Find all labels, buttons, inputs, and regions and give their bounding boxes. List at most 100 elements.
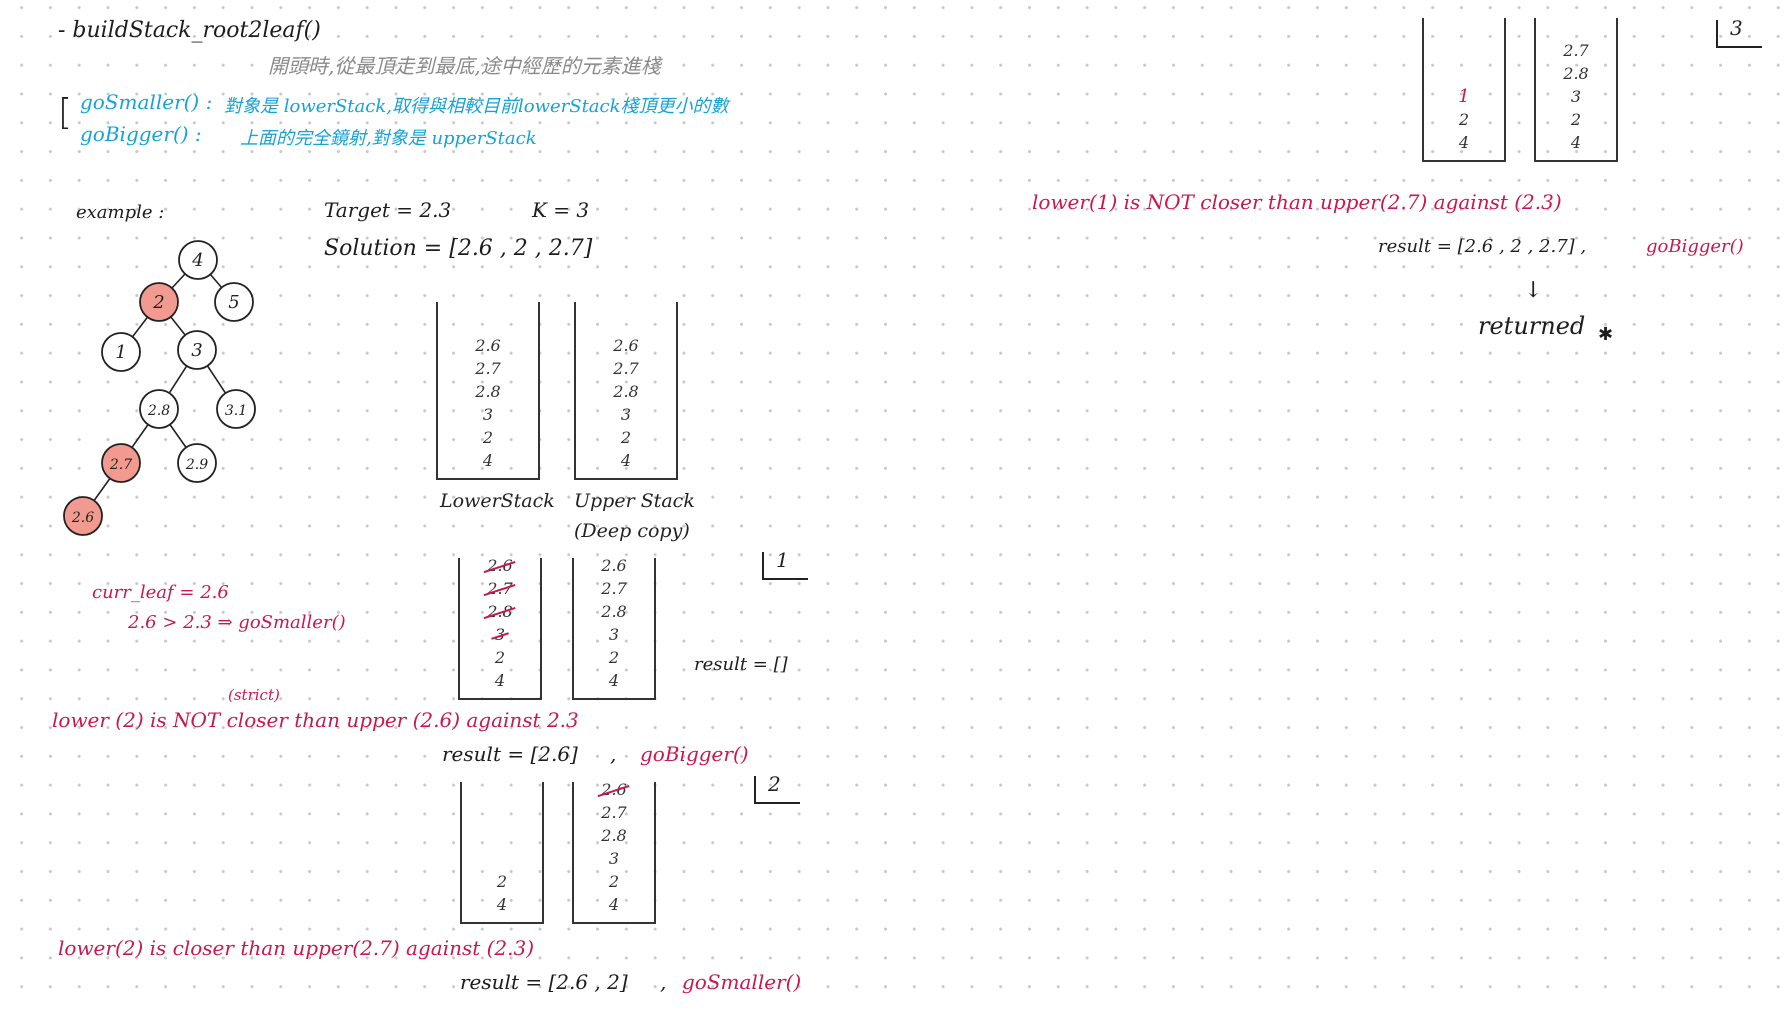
tree-node-3-1: 3.1 [216, 389, 256, 429]
upper-stack-initial: 2.6 2.7 2.8 3 2 4 [574, 302, 678, 480]
lower-stack-initial: 2.6 2.7 2.8 3 2 4 [436, 302, 540, 480]
upper-stack-step1: 2.6 2.7 2.8 3 2 4 [572, 556, 656, 700]
lower-stack-step1-item: 2.6 [487, 556, 513, 575]
strict-note: (strict) [228, 686, 280, 704]
target-value: Target = 2.3 [324, 198, 452, 222]
upper-stack-step2-item: 4 [608, 895, 620, 914]
comma-step2: , [660, 970, 667, 994]
tree-node-3: 3 [177, 330, 217, 370]
tree-node-5: 5 [214, 282, 254, 322]
lower-stack-label: LowerStack [440, 490, 555, 512]
lower-stack-item: 4 [482, 451, 494, 470]
upper-stack-item: 2.8 [613, 382, 639, 401]
svg-text:5: 5 [228, 292, 239, 313]
upper-stack-step1-item: 4 [608, 671, 620, 690]
lower-stack-step2-item: 4 [496, 895, 508, 914]
lower-stack-step3: 1 2 4 [1422, 18, 1506, 162]
svg-text:2.6: 2.6 [71, 510, 94, 526]
lower-stack-step3-item: 2 [1458, 110, 1470, 129]
upper-stack-step1-item: 2.8 [601, 602, 627, 621]
go-smaller-desc: 對象是 lowerStack,取得與相較目前lowerStack棧頂更小的數 [224, 96, 729, 117]
returned-label: returned [1478, 312, 1586, 340]
result-step1-after: result = [2.6] [442, 742, 578, 766]
tree-node-2: 2 [139, 282, 179, 322]
svg-text:3: 3 [191, 340, 202, 361]
go-bigger-desc: 上面的完全鏡射,對象是 upperStack [240, 128, 537, 149]
upper-stack-item: 2 [620, 428, 632, 447]
verdict-step1: lower (2) is NOT closer than upper (2.6)… [52, 708, 579, 732]
verdict-step3: lower(1) is NOT closer than upper(2.7) a… [1032, 190, 1562, 214]
function-subtitle: 開頭時,從最頂走到最底,途中經歷的元素進棧 [268, 54, 661, 78]
lower-stack-step3-item: 1 [1458, 86, 1470, 107]
upper-stack-item: 4 [620, 451, 632, 470]
lower-stack-step2-item: 2 [496, 872, 508, 891]
upper-stack-item: 2.7 [613, 359, 639, 378]
lower-stack-item: 2.8 [475, 382, 501, 401]
brace-bracket: [ [58, 92, 73, 133]
compare-step1: 2.6 > 2.3 ⇒ goSmaller() [128, 612, 346, 633]
upper-stack-note: (Deep copy) [574, 520, 690, 542]
action-step1: goBigger() [640, 742, 749, 766]
example-label: example : [76, 202, 165, 223]
lower-stack-step1-item: 2 [494, 648, 506, 667]
result-step1-before: result = [] [694, 654, 788, 675]
tree-node-4: 4 [178, 240, 218, 280]
comma-step1: , [610, 742, 617, 766]
result-step2-after: result = [2.6 , 2] [460, 970, 628, 994]
svg-text:1: 1 [115, 342, 126, 363]
upper-stack-step3-item: 2.8 [1563, 64, 1589, 83]
upper-stack-step3-item: 2.7 [1563, 41, 1589, 60]
step-marker-3: 3 [1716, 16, 1762, 48]
function-title: - buildStack_root2leaf() [58, 18, 321, 43]
upper-stack-step3-item: 3 [1570, 87, 1582, 106]
step-marker-2: 2 [754, 772, 800, 804]
go-bigger-name: goBigger() : [80, 122, 202, 146]
upper-stack-item: 3 [620, 405, 632, 424]
binary-search-tree: 42 5 1 3 2.8 3.1 2.7 2.9 2.6 [63, 240, 256, 536]
star-mark-icon: ✱ [1598, 324, 1614, 345]
upper-stack-step2-item: 2.7 [601, 803, 627, 822]
action-step2: goSmaller() [682, 970, 802, 994]
upper-stack-step3-item: 2 [1570, 110, 1582, 129]
lower-stack-step1-item: 2.7 [487, 579, 513, 598]
upper-stack-step1-item: 2.7 [601, 579, 627, 598]
tree-node-2-9: 2.9 [177, 443, 217, 483]
upper-stack-step2-item: 2 [608, 872, 620, 891]
upper-stack-step2: 2.6 2.7 2.8 3 2 4 [572, 780, 656, 924]
svg-text:2.8: 2.8 [147, 403, 170, 419]
svg-text:2.7: 2.7 [109, 457, 132, 473]
upper-stack-step2-item: 3 [608, 849, 620, 868]
upper-stack-step1-item: 2.6 [601, 556, 627, 575]
solution-value: Solution = [2.6 , 2 , 2.7] [324, 236, 593, 261]
tree-node-2-6: 2.6 [63, 496, 103, 536]
upper-stack-item: 2.6 [613, 336, 639, 355]
lower-stack-step1-item: 2.8 [487, 602, 513, 621]
svg-text:2.9: 2.9 [185, 457, 208, 473]
lower-stack-item: 2 [482, 428, 494, 447]
result-step3-after: result = [2.6 , 2 , 2.7] , [1378, 236, 1587, 257]
lower-stack-step1-item: 3 [494, 625, 506, 644]
tree-node-1: 1 [101, 332, 141, 372]
k-value: K = 3 [532, 198, 590, 222]
upper-stack-step1-item: 2 [608, 648, 620, 667]
svg-text:3.1: 3.1 [225, 403, 247, 419]
lower-stack-step3-item: 4 [1458, 133, 1470, 152]
action-step3: goBigger() [1646, 236, 1744, 257]
upper-stack-label: Upper Stack [574, 490, 695, 512]
upper-stack-step2-item: 2.8 [601, 826, 627, 845]
lower-stack-item: 2.7 [475, 359, 501, 378]
step-marker-1: 1 [762, 548, 808, 580]
tree-node-2-8: 2.8 [139, 389, 179, 429]
lower-stack-item: 3 [482, 405, 494, 424]
curr-leaf: curr_leaf = 2.6 [92, 582, 229, 603]
lower-stack-item: 2.6 [475, 336, 501, 355]
upper-stack-step1-item: 3 [608, 625, 620, 644]
upper-stack-step2-item: 2.6 [601, 780, 627, 799]
tree-node-2-7: 2.7 [101, 443, 141, 483]
verdict-step2: lower(2) is closer than upper(2.7) again… [58, 936, 535, 960]
svg-text:4: 4 [191, 250, 203, 271]
down-arrow-icon: ↓ [1524, 278, 1543, 303]
